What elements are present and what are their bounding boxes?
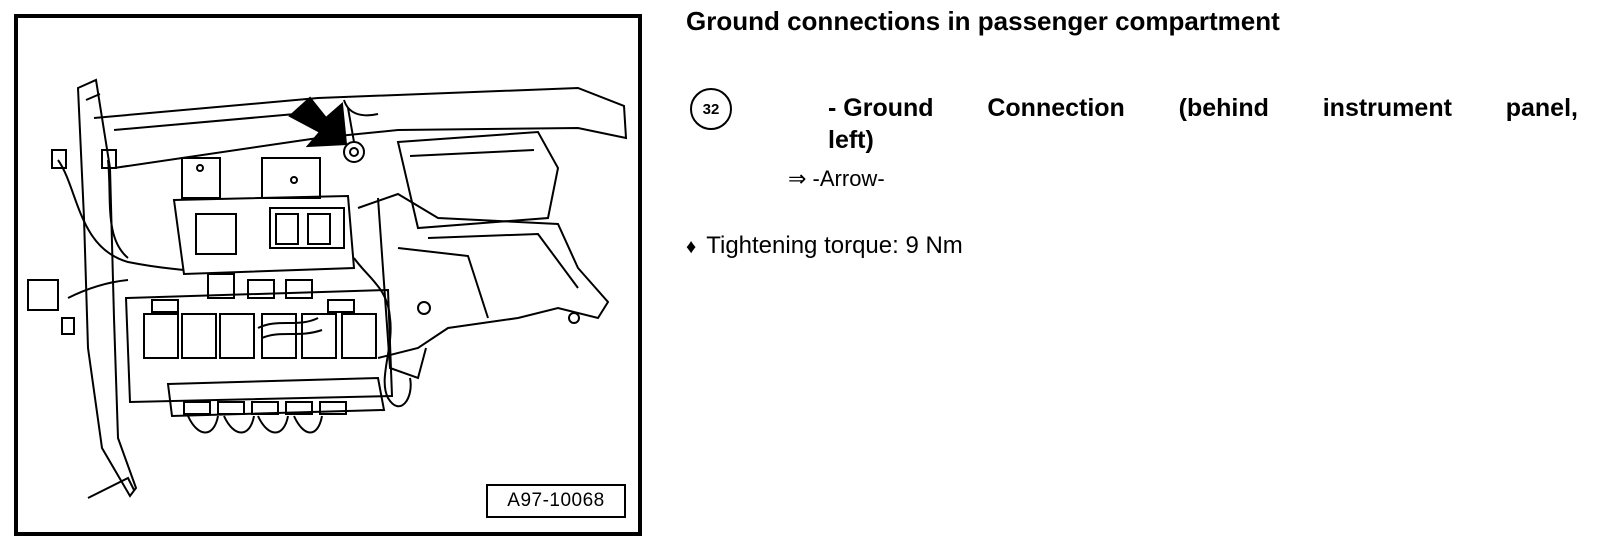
figure-id-label: A97-10068 [486,484,626,518]
item-number-callout: 32 [690,88,732,130]
torque-spec-text: Tightening torque: 9 Nm [706,232,963,259]
diamond-bullet-icon: ♦ [686,236,697,258]
torque-spec: ♦ Tightening torque: 9 Nm [686,232,963,260]
item-word: (behind [1178,94,1269,122]
item-description: - Ground Connection (behind instrument p… [828,92,1578,156]
section-heading: Ground connections in passenger compartm… [686,6,1280,36]
item-description-line2: left) [828,126,874,154]
item-word: Connection [987,94,1125,122]
technical-illustration-frame: A97-10068 [14,14,642,536]
item-description-line1: - Ground Connection (behind instrument p… [828,92,1578,124]
item-word: - Ground [828,94,934,122]
instrument-panel-wiring-illustration [27,78,628,499]
arrow-reference: ⇒ -Arrow- [788,166,885,191]
item-word: panel, [1505,94,1578,122]
item-word: instrument [1322,94,1452,122]
